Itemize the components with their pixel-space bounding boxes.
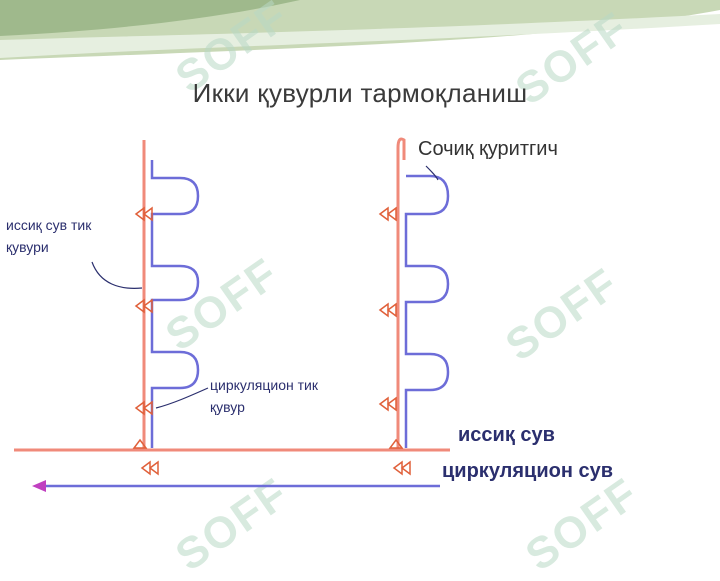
piping-diagram [14, 137, 450, 492]
hot-water-label: иссиқ сув [458, 424, 555, 446]
circ-riser-left [150, 160, 200, 448]
circ-water-label: циркуляцион сув [442, 460, 614, 482]
leader-line [155, 387, 209, 409]
hot-riser-label: иссиқ сув тик қувури [6, 217, 92, 255]
banner-decoration [0, 0, 720, 60]
towel-dryer-label: Сочиқ қуритгич [418, 138, 558, 160]
slide-title: Икки қувурли тармоқланиш [192, 78, 528, 108]
valve-icon [132, 206, 411, 476]
circ-riser-label: циркуляцион тик қувур [210, 377, 318, 415]
leader-line [425, 165, 439, 181]
hot-riser-right [396, 137, 406, 448]
circ-arrow [32, 480, 46, 492]
circ-riser-right [404, 174, 450, 448]
leader-line [91, 261, 143, 289]
